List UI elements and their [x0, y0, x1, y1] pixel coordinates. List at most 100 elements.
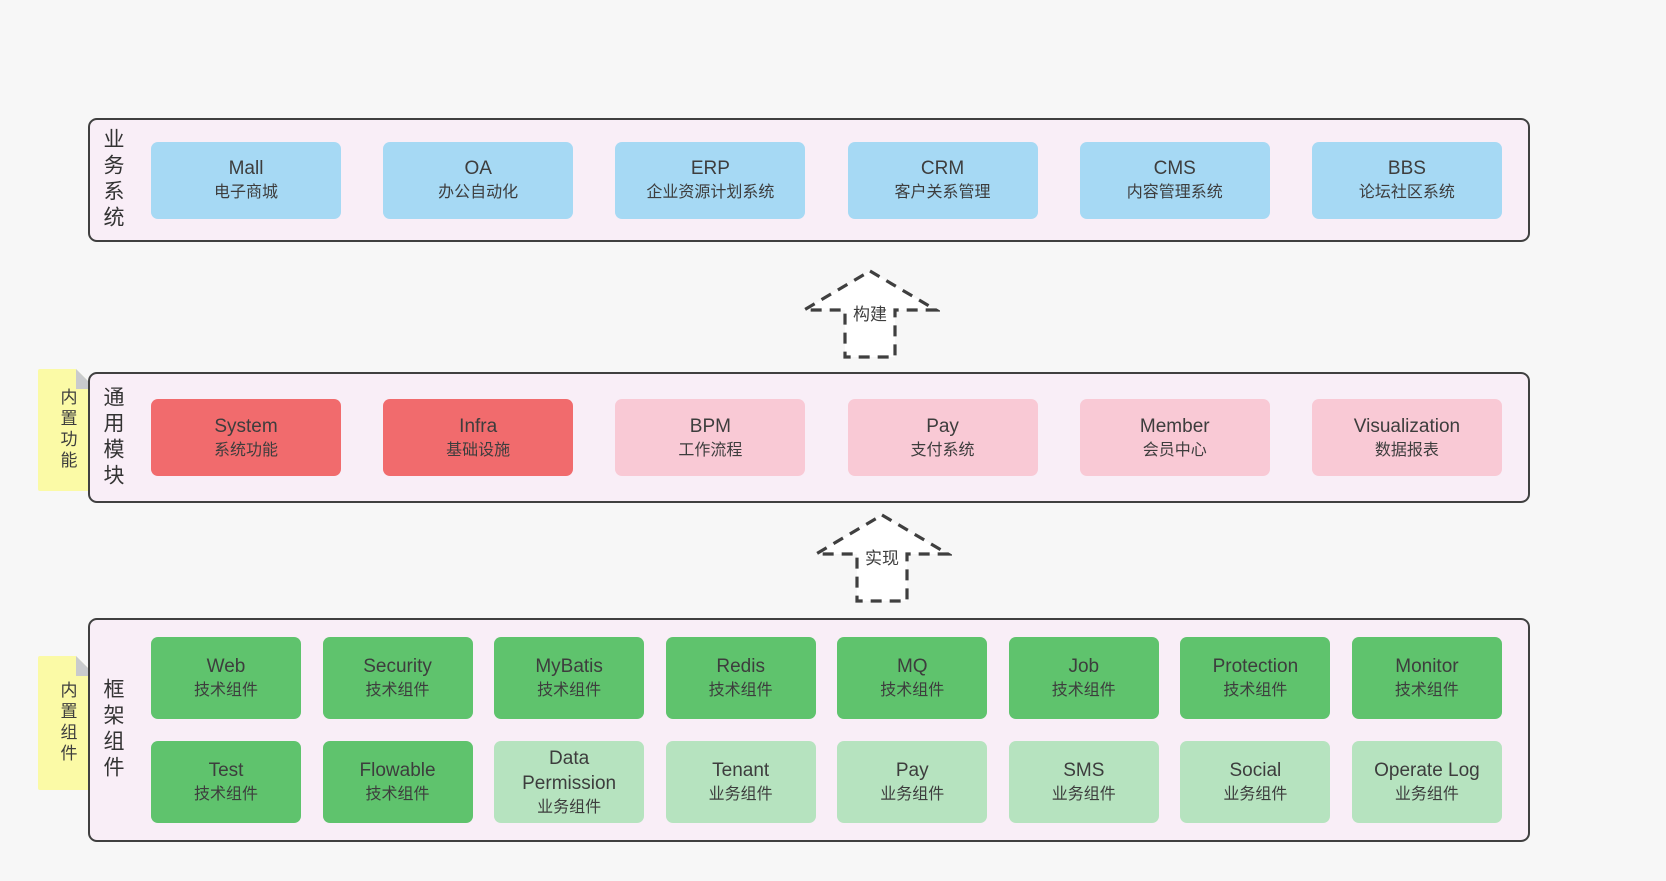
- box-system: System 系统功能: [151, 399, 341, 476]
- box-desc: 业务组件: [1051, 786, 1116, 804]
- box-name: CRM: [920, 158, 965, 180]
- arrow-implement: 实现: [812, 512, 952, 604]
- box-desc: 办公自动化: [438, 184, 519, 202]
- box-oa: OA 办公自动化: [383, 141, 574, 219]
- sticky-label: 内置组件: [57, 681, 77, 765]
- box-desc: 技术组件: [1051, 682, 1116, 700]
- box-name: Member: [1139, 415, 1210, 437]
- box-desc: 系统功能: [213, 441, 278, 459]
- panel-common-modules: 通用模块 System 系统功能 Infra 基础设施 BPM 工作流程 Pay…: [88, 372, 1530, 503]
- arrow-build: 构建: [800, 268, 940, 360]
- box-desc: 业务组件: [1394, 786, 1459, 804]
- box-pay-system: Pay 支付系统: [847, 399, 1038, 476]
- box-cms: CMS 内容管理系统: [1079, 141, 1270, 219]
- box-name: Protection: [1212, 656, 1299, 678]
- box-name: Data Permission: [522, 747, 617, 795]
- box-crm: CRM 客户关系管理: [847, 141, 1038, 219]
- box-name: System: [214, 415, 278, 437]
- box-name: MyBatis: [535, 656, 603, 678]
- box-flowable: Flowable 技术组件: [322, 741, 473, 823]
- box-name: CMS: [1153, 158, 1196, 180]
- box-tenant: Tenant 业务组件: [665, 741, 816, 823]
- box-mq: MQ 技术组件: [837, 637, 988, 719]
- box-desc: 技术组件: [537, 682, 602, 700]
- panel-title: 业务系统: [101, 128, 124, 232]
- box-web: Web 技术组件: [151, 637, 301, 719]
- box-desc: 企业资源计划系统: [646, 184, 775, 202]
- box-desc: 业务组件: [880, 786, 945, 804]
- box-bpm: BPM 工作流程: [615, 399, 806, 476]
- box-test: Test 技术组件: [151, 741, 301, 823]
- box-data-permission: Data Permission 业务组件: [494, 741, 645, 823]
- box-pay-component: Pay 业务组件: [837, 741, 988, 823]
- box-name: Operate Log: [1374, 760, 1480, 782]
- component-row-1: Web 技术组件 Security 技术组件 MyBatis 技术组件 Redi…: [151, 637, 1502, 719]
- box-desc: 技术组件: [365, 682, 430, 700]
- box-visualization: Visualization 数据报表: [1311, 399, 1502, 476]
- box-mybatis: MyBatis 技术组件: [494, 637, 645, 719]
- component-row-2: Test 技术组件 Flowable 技术组件 Data Permission …: [151, 741, 1502, 823]
- box-redis: Redis 技术组件: [665, 637, 816, 719]
- box-infra: Infra 基础设施: [383, 399, 574, 476]
- box-name: Pay: [895, 760, 929, 782]
- panel-business-systems: 业务系统 Mall 电子商城 OA 办公自动化 ERP 企业资源计划系统 CRM…: [88, 118, 1530, 242]
- box-name: Test: [208, 760, 244, 782]
- panel-title: 通用模块: [101, 385, 124, 490]
- box-name: Visualization: [1353, 415, 1461, 437]
- box-desc: 业务组件: [708, 786, 773, 804]
- box-name: Flowable: [359, 760, 436, 782]
- box-name: Pay: [926, 415, 959, 437]
- box-desc: 业务组件: [1223, 786, 1288, 804]
- box-name: Mall: [228, 158, 264, 180]
- module-boxes-row: System 系统功能 Infra 基础设施 BPM 工作流程 Pay 支付系统…: [123, 399, 1528, 476]
- box-name: MQ: [896, 656, 928, 678]
- box-mall: Mall 电子商城: [151, 141, 341, 219]
- box-job: Job 技术组件: [1008, 637, 1159, 719]
- sticky-label: 内置功能: [57, 388, 77, 472]
- box-desc: 技术组件: [193, 786, 258, 804]
- box-name: Infra: [459, 415, 498, 437]
- box-bbs: BBS 论坛社区系统: [1311, 141, 1502, 219]
- box-desc: 技术组件: [880, 682, 945, 700]
- box-name: Job: [1068, 656, 1100, 678]
- box-desc: 论坛社区系统: [1358, 184, 1455, 202]
- box-social: Social 业务组件: [1180, 741, 1331, 823]
- box-name: OA: [464, 158, 492, 180]
- box-desc: 内容管理系统: [1126, 184, 1223, 202]
- box-name: BBS: [1387, 158, 1426, 180]
- box-name: Security: [363, 656, 432, 678]
- panel-framework-components: 框架组件 Web 技术组件 Security 技术组件 MyBatis 技术组件…: [88, 618, 1530, 842]
- box-erp: ERP 企业资源计划系统: [615, 141, 806, 219]
- box-security: Security 技术组件: [322, 637, 473, 719]
- box-desc: 支付系统: [910, 441, 975, 459]
- panel-title: 框架组件: [101, 678, 124, 782]
- arrow-label: 构建: [850, 299, 890, 326]
- box-desc: 客户关系管理: [894, 184, 991, 202]
- box-desc: 基础设施: [446, 441, 511, 459]
- box-name: Web: [206, 656, 246, 678]
- box-protection: Protection 技术组件: [1180, 637, 1331, 719]
- box-desc: 技术组件: [1223, 682, 1288, 700]
- box-desc: 技术组件: [193, 682, 258, 700]
- box-name: Tenant: [712, 760, 770, 782]
- box-monitor: Monitor 技术组件: [1351, 637, 1502, 719]
- box-name: Social: [1229, 760, 1282, 782]
- box-name: BPM: [689, 415, 731, 437]
- box-desc: 电子商城: [213, 184, 278, 202]
- box-name: Monitor: [1395, 656, 1459, 678]
- box-operate-log: Operate Log 业务组件: [1351, 741, 1502, 823]
- box-sms: SMS 业务组件: [1008, 741, 1159, 823]
- box-name: Redis: [716, 656, 765, 678]
- box-name: SMS: [1063, 760, 1105, 782]
- box-desc: 业务组件: [537, 798, 602, 816]
- box-member: Member 会员中心: [1079, 399, 1270, 476]
- arrow-label: 实现: [862, 543, 902, 570]
- box-name: ERP: [690, 158, 730, 180]
- box-desc: 数据报表: [1374, 441, 1439, 459]
- box-desc: 技术组件: [1394, 682, 1459, 700]
- box-desc: 工作流程: [678, 441, 743, 459]
- box-desc: 技术组件: [365, 786, 430, 804]
- box-desc: 会员中心: [1142, 441, 1207, 459]
- component-boxes: Web 技术组件 Security 技术组件 MyBatis 技术组件 Redi…: [123, 637, 1528, 823]
